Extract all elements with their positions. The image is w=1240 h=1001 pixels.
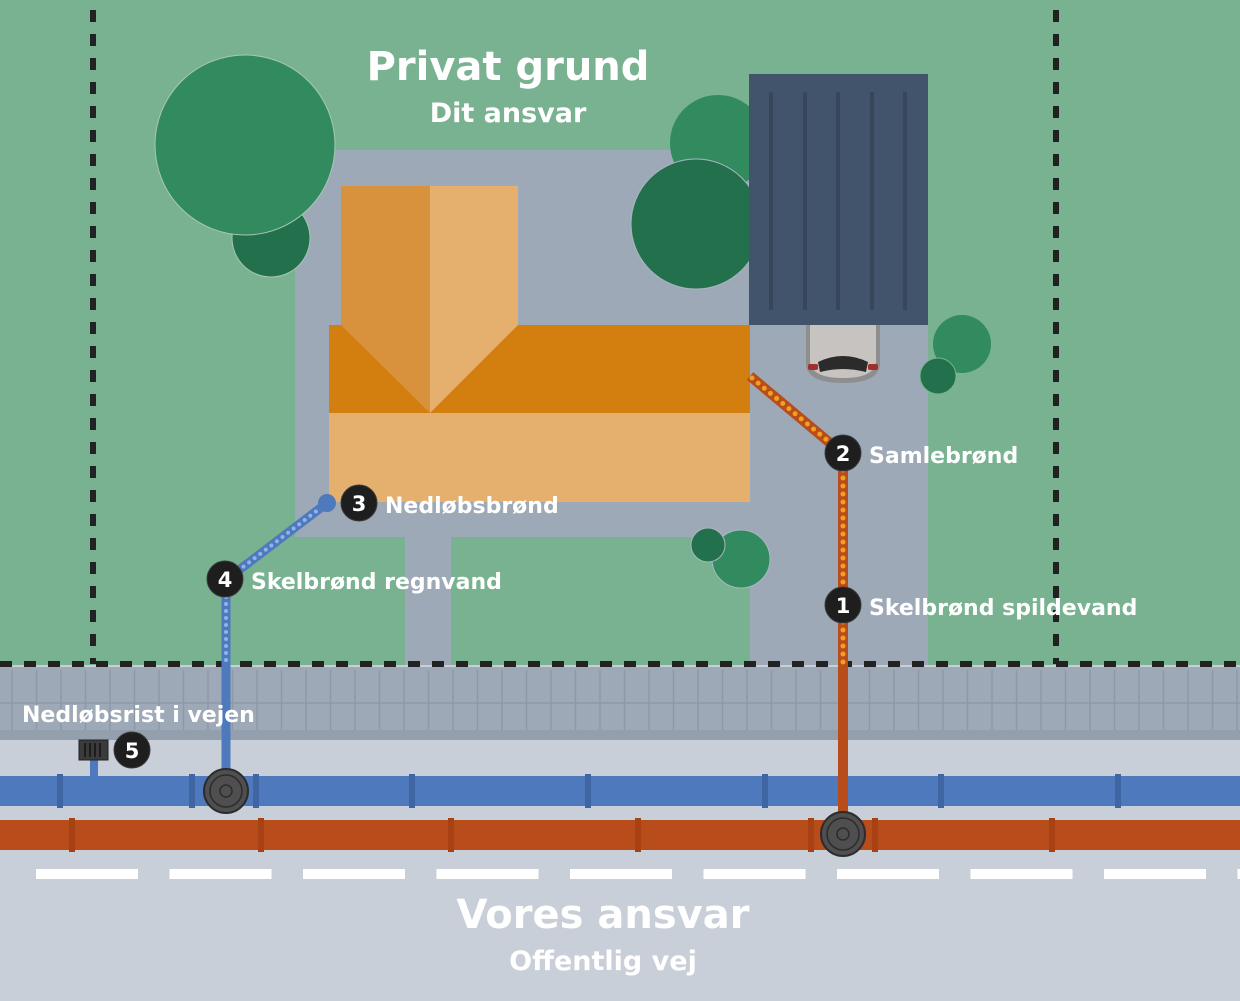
marker-label: Skelbrønd regnvand: [251, 570, 502, 595]
main-rainwater-pipe: [0, 774, 1240, 808]
house-icon: [329, 186, 750, 502]
pipe-joint: [409, 774, 415, 808]
road-dash: [169, 869, 272, 879]
pipe-joint: [872, 818, 878, 852]
public-subheading: Offentlig vej: [509, 946, 697, 977]
manhole-icon[interactable]: [820, 811, 866, 857]
road-center-line: [36, 869, 1240, 879]
pipe-joint: [938, 774, 944, 808]
pipe-joint: [448, 818, 454, 852]
sidewalk: [0, 667, 1240, 740]
rainwater-service-pipe: [221, 494, 336, 790]
road-dash: [36, 869, 138, 879]
private-subheading: Dit ansvar: [430, 98, 587, 129]
marker-number: 3: [352, 492, 367, 516]
pipe-joint: [585, 774, 591, 808]
property-boundary: [0, 10, 1240, 667]
car-icon: [806, 325, 880, 383]
road-dash: [303, 869, 405, 879]
road-dash: [570, 869, 672, 879]
road-dash: [1104, 869, 1206, 879]
marker-number: 5: [125, 739, 140, 763]
road-dash: [837, 869, 939, 879]
tree-icon: [919, 315, 991, 395]
garage-icon: [749, 74, 928, 325]
road-dash: [970, 869, 1073, 879]
marker-label: Samlebrønd: [869, 444, 1018, 469]
pipe-joint: [1049, 818, 1055, 852]
manhole-icon[interactable]: [203, 768, 249, 814]
pipe-joint: [1115, 774, 1121, 808]
private-heading: Privat grund: [367, 44, 650, 90]
marker-1[interactable]: 1 Skelbrønd spildevand: [824, 586, 1137, 624]
pipe-joint: [808, 818, 814, 852]
marker-label: Nedløbsrist i vejen: [22, 703, 255, 728]
pipe-joint: [253, 774, 259, 808]
public-heading: Vores ansvar: [457, 892, 750, 938]
road-dash: [703, 869, 806, 879]
marker-number: 1: [836, 594, 851, 618]
road-dash: [436, 869, 539, 879]
wastewater-service-pipe: [746, 372, 848, 834]
pipe-joint: [258, 818, 264, 852]
tree-icon: [630, 95, 766, 290]
tree-icon: [690, 527, 771, 589]
main-wastewater-pipe: [0, 818, 1240, 852]
pipe-joint: [57, 774, 63, 808]
marker-label: Skelbrønd spildevand: [869, 596, 1137, 621]
marker-4[interactable]: 4 Skelbrønd regnvand: [206, 560, 502, 598]
marker-number: 2: [836, 442, 851, 466]
marker-number: 4: [218, 568, 233, 592]
pipe-joint: [635, 818, 641, 852]
drain-grate-icon: [78, 739, 109, 761]
tree-icon: [154, 54, 336, 278]
pipe-joint: [69, 818, 75, 852]
marker-label: Nedløbsbrønd: [385, 494, 559, 519]
marker-3[interactable]: 3 Nedløbsbrønd: [340, 484, 559, 522]
marker-5[interactable]: 5 Nedløbsrist i vejen: [22, 703, 255, 769]
pipe-joint: [762, 774, 768, 808]
marker-2[interactable]: 2 Samlebrønd: [824, 434, 1018, 472]
road-dash: [1237, 869, 1240, 879]
pipe-joint: [189, 774, 195, 808]
